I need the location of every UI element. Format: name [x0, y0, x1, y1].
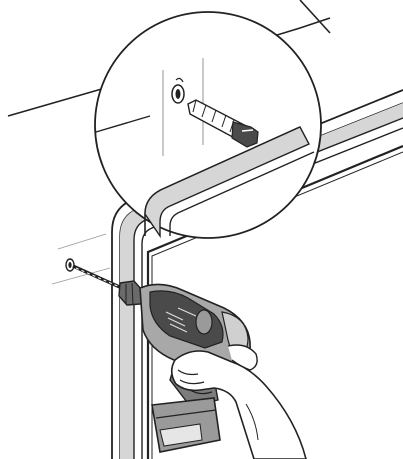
frame-glass-edge-inner — [151, 151, 403, 459]
wall-hole-marker — [51, 233, 111, 285]
drill-battery — [151, 397, 221, 453]
hand-grip — [170, 350, 307, 459]
frame-glass-edge — [146, 144, 403, 459]
wall-plug — [187, 99, 259, 148]
drill-bit — [72, 264, 125, 291]
magnified-detail — [94, 11, 322, 239]
hand — [170, 344, 307, 459]
magnifier-circle — [94, 11, 322, 239]
